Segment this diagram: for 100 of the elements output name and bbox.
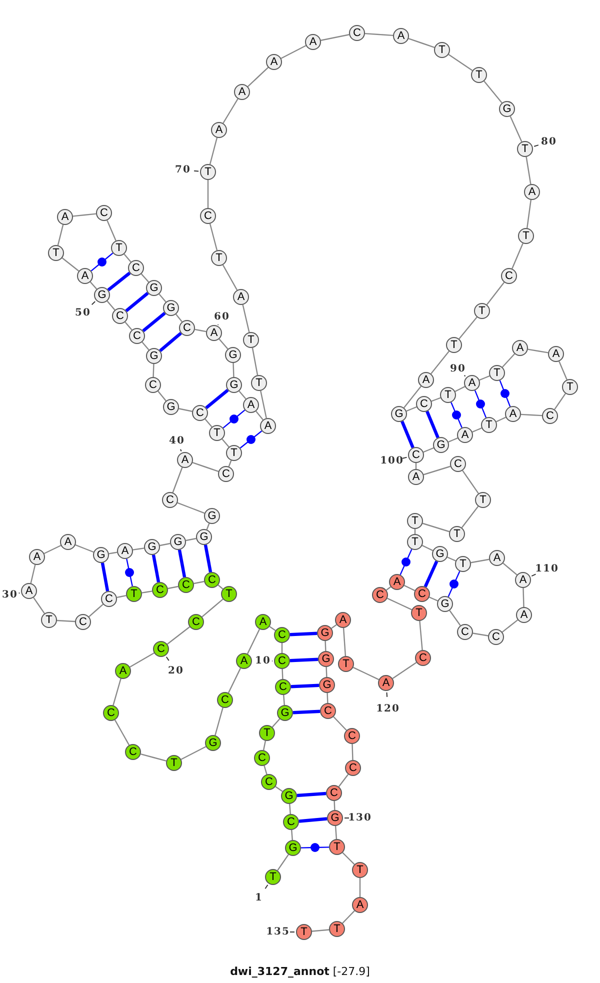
nucleotide-circle: G — [94, 287, 110, 303]
backbone-line — [283, 694, 285, 706]
backbone-line — [429, 596, 438, 602]
nucleotide-circle: T — [329, 839, 345, 855]
backbone-line — [214, 708, 224, 736]
backbone-line — [486, 282, 505, 306]
nucleotide-circle: C — [128, 260, 144, 276]
nucleotide-circle: T — [455, 556, 471, 572]
nucleotide-circle: C — [345, 760, 361, 776]
backbone-line — [238, 390, 246, 400]
nucleotide-circle: C — [349, 25, 365, 41]
nucleotide-circle: T — [434, 42, 450, 58]
backbone-line — [194, 328, 206, 332]
backbone-line — [447, 556, 456, 562]
base-pair-line — [159, 332, 182, 352]
nucleotide-circle: A — [489, 550, 505, 566]
base-pair-line — [290, 658, 318, 662]
nucleotide-circle: G — [437, 596, 453, 612]
backbone-line — [422, 544, 434, 552]
nucleotide-circle: G — [144, 539, 160, 555]
nucleotide-circle: T — [489, 365, 505, 381]
backbone-line — [242, 304, 250, 332]
nucleotide-circle: A — [548, 346, 564, 362]
nucleotide-circle: C — [408, 447, 424, 463]
nucleotide-circle: C — [188, 614, 204, 630]
nucleotide-circle: A — [515, 572, 531, 588]
nucleotide-circle: A — [211, 122, 227, 138]
backbone-line — [178, 408, 192, 412]
base-pair-line — [298, 817, 328, 823]
backbone-line — [222, 98, 238, 124]
nucleotide-circle: C — [274, 627, 290, 643]
nucleotide-circle: G — [433, 437, 449, 453]
backbone-line — [33, 597, 45, 614]
backbone-line — [554, 393, 566, 410]
nucleotide-circle: G — [327, 810, 343, 826]
nucleotide-circle: G — [93, 547, 109, 563]
backbone-line — [289, 804, 291, 814]
backbone-line — [280, 45, 306, 59]
nucleotide-circle: T — [446, 337, 462, 353]
backbone-line — [256, 410, 264, 420]
backbone-line — [472, 428, 482, 432]
backbone-line — [124, 322, 132, 330]
nucleotide-circle: T — [475, 492, 491, 508]
base-pair-line — [290, 632, 318, 636]
backbone-line — [277, 854, 289, 871]
base-pair-line — [426, 410, 440, 438]
nucleotide-circle: T — [209, 425, 225, 441]
backbone-line — [209, 138, 218, 164]
nucleotide-circle: G — [146, 280, 162, 296]
base-pair-line — [240, 430, 262, 448]
backbone-line — [247, 67, 269, 87]
nucleotide-circle: C — [501, 268, 517, 284]
nucleotide-circle: G — [499, 101, 515, 117]
nucleotide-circle: C — [542, 408, 558, 424]
backbone-line — [496, 416, 506, 422]
nucleotide-circle: A — [255, 614, 271, 630]
backbone-line — [352, 744, 354, 760]
nucleotide-circle: A — [206, 325, 222, 341]
base-pair-line — [424, 560, 438, 588]
backbone-line — [430, 350, 450, 374]
nucleotide-circle: A — [457, 427, 473, 443]
nucleotide-circle: C — [112, 308, 128, 324]
nucleotide-circle: T — [474, 303, 490, 319]
nucleotide-circle: C — [261, 774, 277, 790]
nucleotide-circle: T — [471, 67, 487, 83]
nucleotide-circle: A — [236, 653, 252, 669]
backbone-line — [342, 628, 346, 656]
backbone-line — [114, 720, 130, 746]
nucleotide-circle: T — [562, 379, 578, 395]
backbone-line — [176, 314, 182, 322]
backbone-line — [320, 34, 350, 41]
backbone-line — [57, 224, 64, 246]
backbone-line — [186, 538, 196, 542]
base-pair-line — [499, 380, 511, 407]
nucleotide-circle: C — [145, 377, 161, 393]
base-pair-line — [450, 402, 462, 428]
backbone-line — [207, 180, 209, 208]
backbone-line — [479, 375, 490, 381]
position-number: 135 — [266, 926, 290, 938]
nucleotide-circle: A — [408, 469, 424, 485]
base-pair-line — [448, 571, 460, 597]
backbone-line — [72, 213, 96, 217]
backbone-line — [209, 224, 218, 250]
backbone-line — [106, 220, 116, 241]
base-pair-line — [222, 410, 246, 428]
backbone-line — [180, 746, 206, 760]
position-number: 20 — [168, 666, 184, 676]
backbone-line — [422, 522, 450, 532]
backbone-line — [260, 390, 267, 418]
nucleotide-circle: T — [518, 228, 534, 244]
nucleotide-circle: G — [163, 300, 179, 316]
nucleotide-circle: A — [464, 375, 480, 391]
nucleotide-circle: A — [29, 549, 45, 565]
nucleotide-circle: T — [200, 164, 216, 180]
nucleotide-circle: C — [283, 814, 299, 830]
backbone-line — [333, 716, 347, 731]
backbone-line — [282, 668, 284, 680]
backbone-line — [326, 692, 328, 704]
nucleotide-circle: C — [344, 728, 360, 744]
nucleotide-circle: A — [389, 574, 405, 590]
